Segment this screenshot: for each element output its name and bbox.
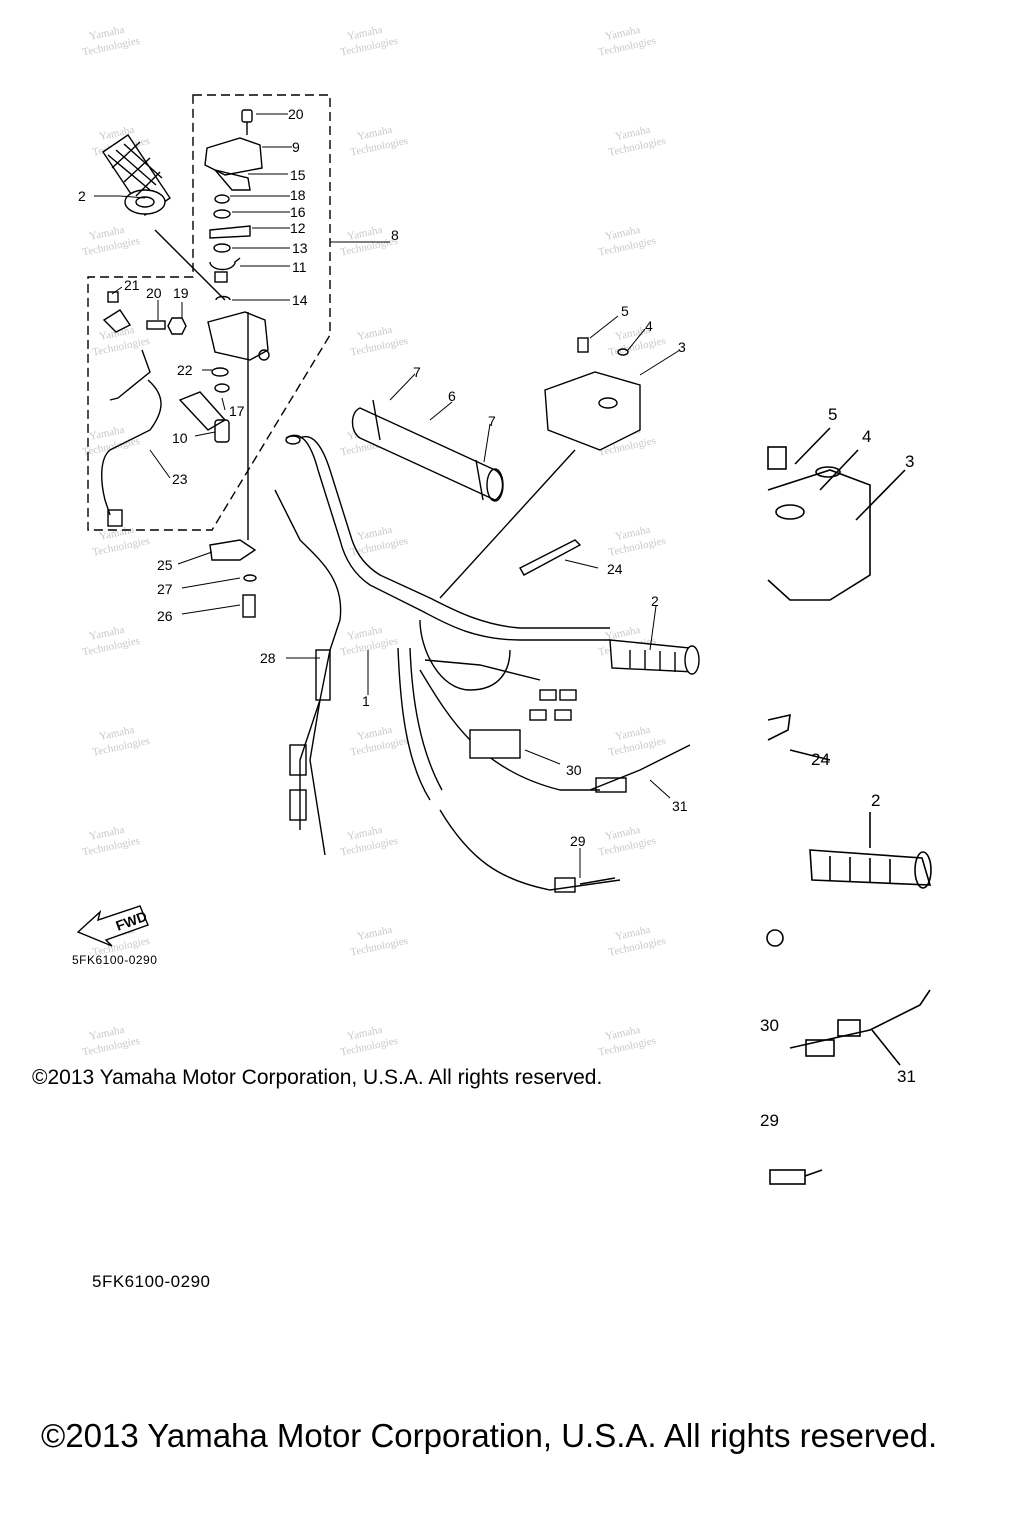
callout-4: 4 <box>645 318 653 334</box>
callout-30: 30 <box>566 762 582 778</box>
callout-leaders <box>94 113 681 878</box>
callout-12: 12 <box>290 220 306 236</box>
copyright-large: ©2013 Yamaha Motor Corporation, U.S.A. A… <box>41 1417 938 1454</box>
callout-24: 24 <box>607 561 623 577</box>
copyright-small: ©2013 Yamaha Motor Corporation, U.S.A. A… <box>32 1066 603 1089</box>
watermark-grid: YamahaTechnologiesYamahaTechnologiesYama… <box>81 24 667 1059</box>
callout-6: 6 <box>448 388 456 404</box>
callout-21: 21 <box>124 277 140 293</box>
callout-9: 9 <box>292 139 300 155</box>
callout-5: 5 <box>621 303 629 319</box>
callout-19: 19 <box>173 285 189 301</box>
handlebar-pad <box>351 399 504 502</box>
callout-11: 11 <box>292 259 307 275</box>
callout-14: 14 <box>292 292 308 308</box>
callout-16: 16 <box>290 204 306 220</box>
callout-7: 7 <box>413 364 421 380</box>
callout-8: 8 <box>391 227 399 243</box>
throttle-assembly-dashed-outline <box>87 94 331 531</box>
callout-23: 23 <box>172 471 188 487</box>
callout-18: 18 <box>290 187 306 203</box>
callout-7-2: 7 <box>488 413 496 429</box>
callout-13: 13 <box>292 240 308 256</box>
callout-labels: 1223456778910111213141516171819202021222… <box>78 106 688 849</box>
zoom-callout-30: 30 <box>760 1016 779 1035</box>
callout-26: 26 <box>157 608 173 624</box>
zoom-callout-2: 2 <box>871 791 880 810</box>
callout-10: 10 <box>172 430 188 446</box>
callout-17: 17 <box>229 403 245 419</box>
callout-2: 2 <box>78 188 86 204</box>
callout-29: 29 <box>570 833 586 849</box>
handlebar-tube <box>285 434 610 691</box>
zoom-callout-24: 24 <box>811 750 830 769</box>
zoom-callout-5: 5 <box>828 405 837 424</box>
callout-28: 28 <box>260 650 276 666</box>
part-code-enlarged: 5FK6100-0290 <box>92 1272 211 1291</box>
part-code: 5FK6100-0290 <box>72 953 158 967</box>
handlebar-clamp <box>439 337 641 599</box>
zoomed-detail-panel: 5 4 3 24 2 30 31 29 <box>760 400 1024 1200</box>
zoom-callout-3: 3 <box>905 452 914 471</box>
callout-20: 20 <box>146 285 162 301</box>
cables <box>274 489 691 893</box>
callout-22: 22 <box>177 362 193 378</box>
callout-3: 3 <box>678 339 686 355</box>
right-grip <box>609 639 700 675</box>
cable-tie <box>519 539 582 576</box>
callout-25: 25 <box>157 557 173 573</box>
zoom-clamp <box>767 469 871 601</box>
zoom-callout-4: 4 <box>862 427 871 446</box>
callout-15: 15 <box>290 167 306 183</box>
left-grip <box>102 134 171 216</box>
zoom-callout-29: 29 <box>760 1111 779 1130</box>
throttle-parts-stack <box>101 109 270 618</box>
callout-2-2: 2 <box>651 593 659 609</box>
callout-27: 27 <box>157 581 173 597</box>
zoom-callout-31: 31 <box>897 1067 916 1086</box>
callout-31: 31 <box>672 798 688 814</box>
fwd-arrow <box>76 905 149 947</box>
callout-20-2: 20 <box>288 106 304 122</box>
callout-1: 1 <box>362 693 370 709</box>
